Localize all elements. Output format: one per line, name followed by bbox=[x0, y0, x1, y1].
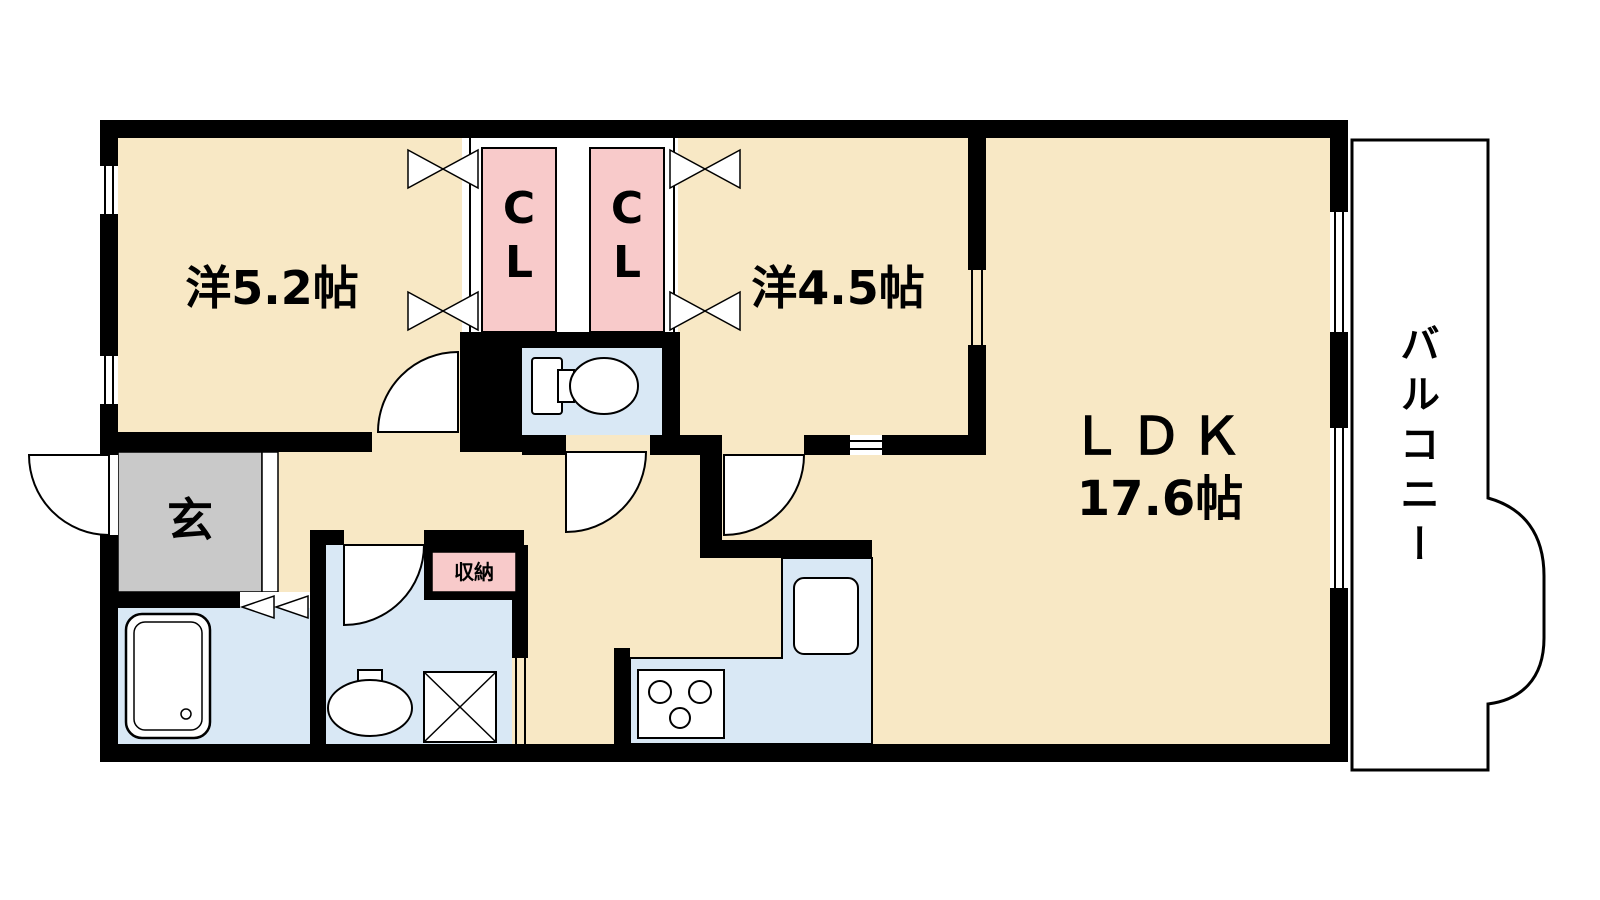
door-western1-icon bbox=[376, 350, 459, 433]
closet-2-bifold-door-icon bbox=[669, 148, 741, 332]
western-room-2-label: 洋4.5帖 bbox=[751, 261, 925, 315]
door-ldk-icon bbox=[723, 454, 806, 537]
balcony-outline bbox=[1350, 138, 1546, 772]
interior-window-icon bbox=[850, 435, 882, 455]
closet-1-label-c: C bbox=[502, 183, 536, 234]
door-washroom-icon bbox=[343, 544, 426, 627]
closet-1-label-l: L bbox=[504, 237, 534, 288]
balcony-window-2-icon bbox=[1330, 428, 1348, 588]
washing-machine-pan-icon bbox=[423, 671, 497, 743]
toilet-icon bbox=[531, 357, 639, 415]
balcony-window-1-icon bbox=[1330, 212, 1348, 332]
ldk-label: ＬＤＫ bbox=[1069, 407, 1251, 467]
swing-doors bbox=[27, 350, 806, 627]
closet-2 bbox=[589, 147, 665, 333]
door-entrance-icon bbox=[27, 454, 110, 537]
storage-label: 収納 bbox=[454, 560, 494, 584]
ldk-size-label: 17.6帖 bbox=[1076, 471, 1244, 527]
storage-closet bbox=[431, 551, 517, 593]
western-room-1-label: 洋5.2帖 bbox=[185, 261, 359, 315]
closet-2-label-l: L bbox=[612, 237, 642, 288]
bathroom-bifold-door-icon bbox=[239, 594, 309, 620]
closet-1-bifold-door-icon bbox=[407, 148, 479, 332]
window-left-2-icon bbox=[100, 356, 118, 404]
entrance-label: 玄 bbox=[167, 493, 213, 547]
sliding-door-icon bbox=[515, 658, 526, 744]
closet-2-label-c: C bbox=[610, 183, 644, 234]
bathtub-icon bbox=[124, 612, 212, 740]
washbasin-icon bbox=[327, 669, 413, 737]
stove-icon bbox=[637, 669, 725, 739]
closet-1-label: C L bbox=[503, 182, 535, 290]
closet-1 bbox=[481, 147, 557, 333]
balcony-label: バルコニー bbox=[1393, 323, 1439, 573]
kitchen-sink-icon bbox=[793, 577, 859, 655]
entrance-step bbox=[261, 451, 279, 593]
entrance-hall-floor bbox=[117, 451, 263, 593]
door-toilet-icon bbox=[565, 451, 648, 534]
partition-opening-icon bbox=[971, 270, 983, 345]
window-left-1-icon bbox=[100, 166, 118, 214]
closet-2-label: C L bbox=[611, 182, 643, 290]
